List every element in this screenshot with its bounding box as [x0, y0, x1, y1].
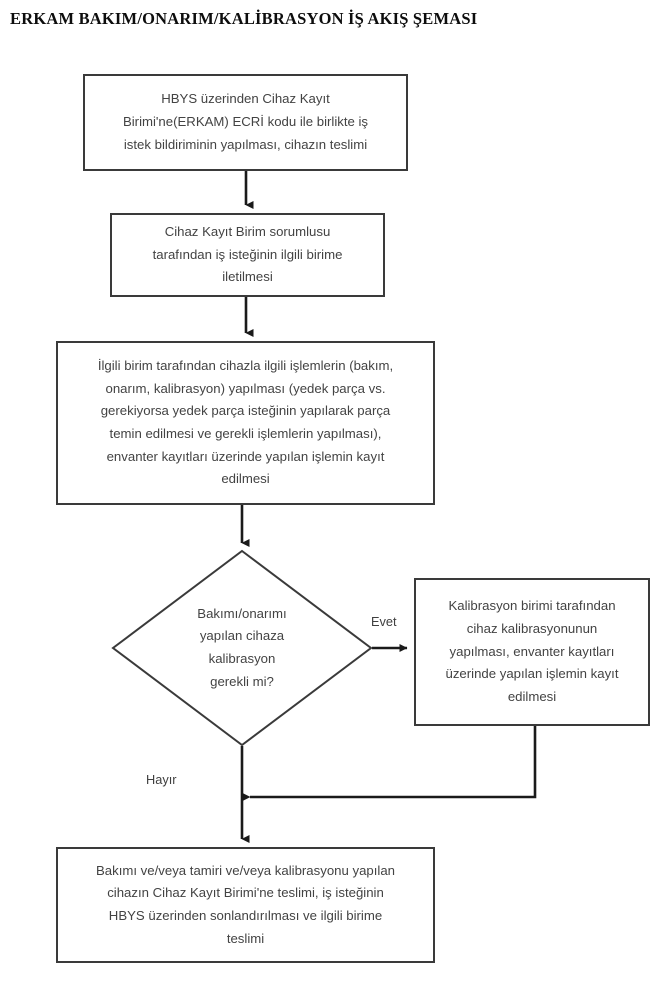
node-calibration: Kalibrasyon birimi tarafından cihaz kali…: [414, 578, 650, 726]
node-process-label: İlgili birim tarafından cihazla ilgili i…: [97, 357, 394, 487]
node-calibration-label: Kalibrasyon birimi tarafından cihaz kali…: [445, 598, 619, 705]
node-forward: Cihaz Kayıt Birim sorumlusu tarafından i…: [110, 213, 385, 297]
node-decision: Bakımı/onarımı yapılan cihaza kalibrasyo…: [112, 550, 372, 746]
node-deliver: Bakımı ve/veya tamiri ve/veya kalibrasyo…: [56, 847, 435, 963]
node-process: İlgili birim tarafından cihazla ilgili i…: [56, 341, 435, 505]
edge-label-no: Hayır: [146, 772, 177, 787]
node-deliver-label: Bakımı ve/veya tamiri ve/veya kalibrasyo…: [95, 862, 396, 946]
page-title: ERKAM BAKIM/ONARIM/KALİBRASYON İŞ AKIŞ Ş…: [10, 9, 478, 28]
node-request-label: HBYS üzerinden Cihaz Kayıt Birimi'ne(ERK…: [122, 91, 369, 152]
node-decision-label: Bakımı/onarımı yapılan cihaza kalibrasyo…: [197, 605, 287, 689]
edge-label-yes: Evet: [371, 614, 397, 629]
node-forward-label: Cihaz Kayıt Birim sorumlusu tarafından i…: [152, 223, 343, 285]
node-request: HBYS üzerinden Cihaz Kayıt Birimi'ne(ERK…: [83, 74, 408, 171]
